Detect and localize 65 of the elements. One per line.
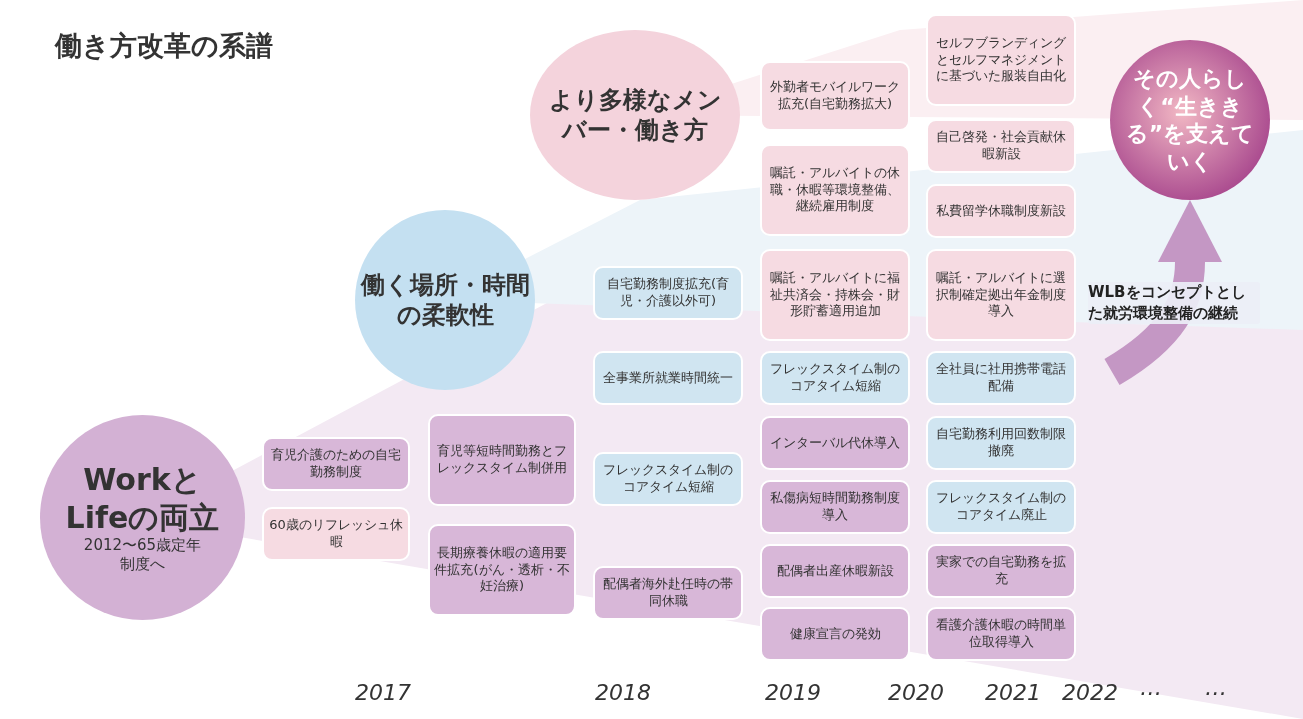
card-text: フレックスタイム制のコアタイム廃止	[935, 490, 1067, 524]
policy-card	[593, 566, 743, 620]
card-text: 嘱託・アルバイトに選択制確定拠出年金制度導入	[935, 269, 1067, 321]
policy-card	[926, 480, 1076, 534]
card-text: 全社員に社用携帯電話配備	[935, 361, 1067, 395]
card-text: 育児介護のための自宅勤務制度	[270, 447, 402, 481]
theme-note: 2012〜65歳定年制度へ	[82, 536, 203, 574]
card-text: 健康宣言の発効	[789, 625, 881, 643]
card-text: 自宅勤務制度拡充(育児・介護以外可)	[605, 276, 731, 310]
policy-card	[428, 524, 576, 616]
policy-card	[760, 351, 910, 405]
policy-card	[760, 544, 910, 598]
theme-title: 働く場所・時間の柔軟性	[359, 270, 531, 330]
card-text: 自己啓発・社会貢献休暇新設	[935, 129, 1067, 163]
card-text: 長期療養休暇の適用要件拡充(がん・透析・不妊治療)	[433, 544, 571, 596]
card-text: 外勤者モバイルワーク拡充(自宅勤務拡大)	[769, 79, 901, 113]
theme-title: より多様なメンバー・働き方	[547, 85, 723, 145]
card-text: 60歳のリフレッシュ休暇	[268, 517, 404, 551]
card-text: インターバル代休導入	[770, 434, 900, 452]
year-label: 2018	[595, 680, 651, 705]
policy-card	[760, 416, 910, 470]
card-text: フレックスタイム制のコアタイム短縮	[602, 462, 734, 496]
year-label: 2019	[765, 680, 821, 705]
year-label: 2017	[355, 680, 411, 705]
policy-card	[760, 480, 910, 534]
policy-card	[926, 351, 1076, 405]
policy-card	[262, 437, 410, 491]
card-text: 私費留学休職制度新設	[936, 202, 1066, 220]
card-text: 全事業所就業時間統一	[603, 369, 733, 387]
year-label: …	[1140, 675, 1162, 700]
goal-text: その人らしく“生ききる”を支えていく	[1124, 65, 1256, 175]
policy-card	[593, 452, 743, 506]
policy-card	[926, 119, 1076, 173]
policy-card	[926, 544, 1076, 598]
card-text: 嘱託・アルバイトの休職・休暇等環境整備、継続雇用制度	[769, 164, 901, 216]
year-label: …	[1205, 675, 1227, 700]
card-text: 配偶者海外赴任時の帯同休職	[602, 576, 734, 610]
policy-card	[926, 249, 1076, 341]
policy-card	[760, 607, 910, 661]
card-text: フレックスタイム制のコアタイム短縮	[769, 361, 901, 395]
policy-card	[926, 416, 1076, 470]
policy-card	[926, 607, 1076, 661]
policy-card	[428, 414, 576, 506]
policy-card	[760, 61, 910, 131]
card-text: 自宅勤務利用回数制限撤廃	[935, 426, 1067, 460]
year-label: 2020	[888, 680, 944, 705]
year-label: 2021	[985, 680, 1041, 705]
year-label: 2022	[1062, 680, 1118, 705]
card-text: 配偶者出産休暇新設	[776, 562, 894, 580]
policy-card	[262, 507, 410, 561]
card-text: 看護介護休暇の時間単位取得導入	[935, 617, 1067, 651]
edge-label: WLBをコンセプトとした就労環境整備の継続	[1088, 282, 1260, 324]
theme-title: WorkとLifeの両立	[64, 461, 221, 537]
title: 働き方改革の系譜	[55, 29, 273, 63]
policy-card	[593, 351, 743, 405]
card-text: セルフブランディングとセルフマネジメントに基づいた服装自由化	[935, 34, 1067, 86]
policy-card	[593, 266, 743, 320]
card-text: 私傷病短時間勤務制度導入	[769, 490, 901, 524]
policy-card	[926, 14, 1076, 106]
policy-card	[760, 249, 910, 341]
policy-card	[760, 144, 910, 236]
card-text: 育児等短時間勤務とフレックスタイム制併用	[436, 443, 568, 477]
card-text: 嘱託・アルバイトに福祉共済会・持株会・財形貯蓄適用追加	[769, 269, 901, 321]
policy-card	[926, 184, 1076, 238]
card-text: 実家での自宅勤務を拡充	[935, 554, 1067, 588]
